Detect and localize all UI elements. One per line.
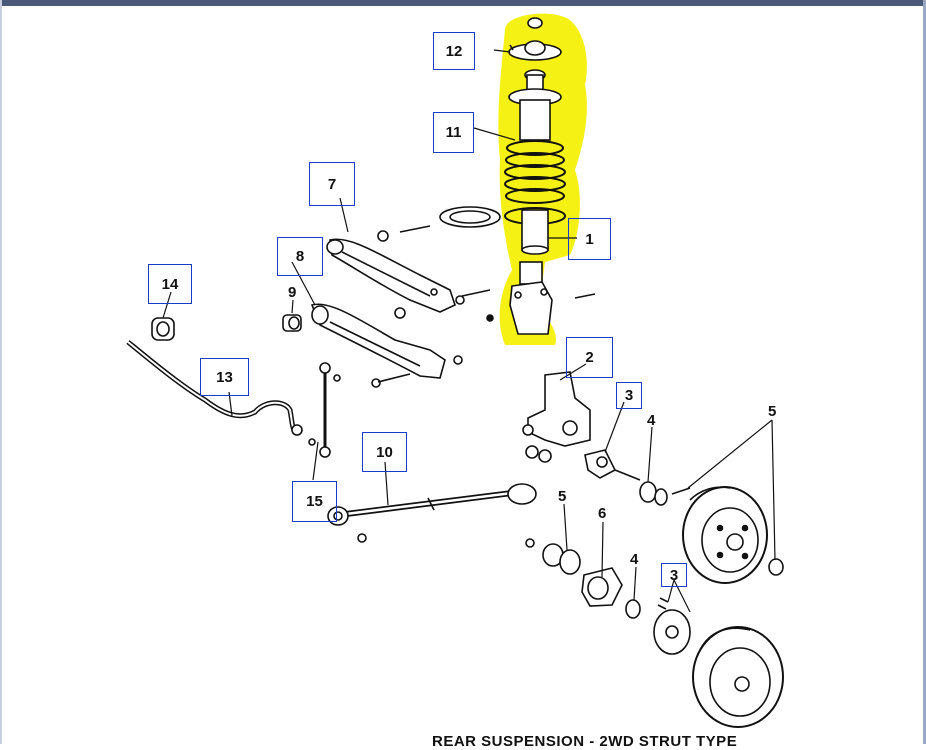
label-4-upper: 4 <box>647 412 656 429</box>
diagram-caption: REAR SUSPENSION - 2WD STRUT TYPE <box>432 733 738 750</box>
spring-seat-part <box>439 206 501 228</box>
strut-bolts <box>399 225 596 299</box>
leader-lines <box>162 49 776 613</box>
callout-7: 7 <box>309 162 355 206</box>
callout-2: 2 <box>566 337 613 378</box>
window-right-edge <box>923 0 926 744</box>
bushing-part <box>282 314 302 332</box>
bearing-part <box>639 481 691 506</box>
stabilizer-bushing-part <box>151 317 175 341</box>
callout-1: 1 <box>568 218 611 260</box>
brake-drum-lower <box>653 597 784 728</box>
callout-3-lower: 3 <box>661 563 687 587</box>
callout-12: 12 <box>433 32 475 70</box>
callout-8: 8 <box>277 237 323 276</box>
window-top-bar <box>0 0 926 6</box>
brake-drum-upper <box>682 486 768 584</box>
label-4-lower: 4 <box>630 551 639 568</box>
callout-13: 13 <box>200 358 249 396</box>
upper-mount-part <box>508 17 562 61</box>
knuckle-part <box>522 371 591 463</box>
window-left-edge <box>0 0 2 744</box>
callout-11: 11 <box>433 112 474 153</box>
wheel-nut-part <box>768 558 784 576</box>
stabilizer-link-part <box>308 362 341 458</box>
strut-rod-part <box>508 69 562 141</box>
label-6: 6 <box>598 505 607 522</box>
label-9: 9 <box>288 284 297 301</box>
hub-flange-part <box>584 449 641 481</box>
label-5-upper: 5 <box>768 403 777 420</box>
label-5-lower: 5 <box>558 488 567 505</box>
lateral-rod-part <box>327 483 537 543</box>
lower-hub-part <box>525 538 641 619</box>
line-art <box>126 17 784 728</box>
callout-15: 15 <box>292 481 337 522</box>
shock-absorber-part <box>509 209 553 335</box>
callout-10: 10 <box>362 432 407 472</box>
upper-arm-part <box>326 238 491 313</box>
lower-arm-part <box>310 303 463 388</box>
callout-14: 14 <box>148 264 192 304</box>
callout-3-upper: 3 <box>616 382 642 409</box>
